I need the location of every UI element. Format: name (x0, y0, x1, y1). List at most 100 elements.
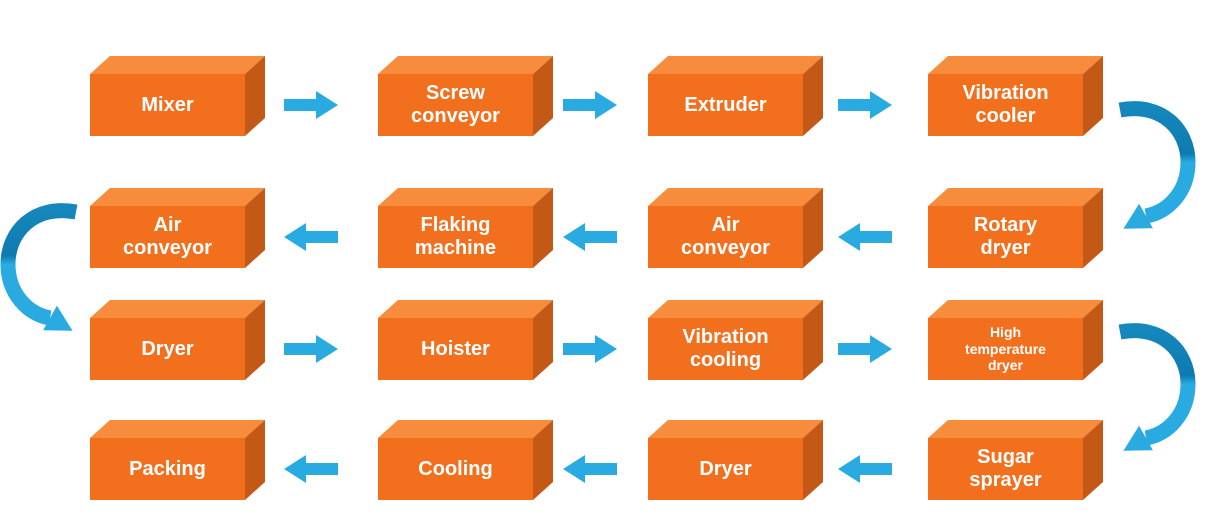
right-arrow-icon (838, 91, 892, 119)
arrow-cooling-to-packing (284, 455, 338, 483)
left-arrow-icon (284, 455, 338, 483)
process-box-air-conveyor-1: Air conveyor (90, 188, 265, 268)
curve-body (1118, 323, 1196, 446)
right-arrow-icon (284, 91, 338, 119)
process-box-hoister: Hoister (378, 300, 553, 380)
box-front-face (648, 318, 803, 380)
process-box-extruder: Extruder (648, 56, 823, 136)
left-arrow-icon (838, 455, 892, 483)
arrow-vibration-cooling-to-high-temperature-dryer (838, 335, 892, 363)
right-arrow-icon (563, 335, 617, 363)
box-3d-shape (378, 300, 553, 380)
box-front-face (648, 438, 803, 500)
process-box-label: Air conveyor (681, 214, 770, 259)
box-front-face (90, 438, 245, 500)
box-side-face (533, 300, 553, 380)
box-front-face (928, 206, 1083, 268)
box-3d-shape (648, 300, 823, 380)
process-box-label: Flaking machine (414, 214, 497, 259)
box-side-face (533, 56, 553, 136)
box-side-face (1083, 420, 1103, 500)
curve-arrowhead (1123, 425, 1153, 451)
left-arrow-icon (563, 223, 617, 251)
box-side-face (803, 56, 823, 136)
process-box-sugar-sprayer: Sugar sprayer (928, 420, 1103, 500)
arrow-dryer-to-cooling (563, 455, 617, 483)
box-front-face (928, 318, 1083, 380)
box-side-face (1083, 188, 1103, 268)
left-arrow-icon (838, 223, 892, 251)
box-front-face (378, 438, 533, 500)
box-front-face (90, 318, 245, 380)
box-front-face (648, 206, 803, 268)
box-3d-shape (928, 420, 1103, 500)
curved-arrow-high-temperature-dryer-to-sugar-sprayer (1118, 323, 1196, 451)
process-box-label: High temperature dryer (965, 324, 1046, 374)
box-side-face (803, 300, 823, 380)
box-front-face (648, 74, 803, 136)
process-box-rotary-dryer: Rotary dryer (928, 188, 1103, 268)
box-top-face (928, 420, 1103, 438)
box-top-face (648, 300, 823, 318)
box-top-face (378, 300, 553, 318)
process-box-label: Packing (129, 457, 206, 480)
curved-arrow-air-conveyor-to-dryer (0, 203, 78, 331)
box-front-face (378, 206, 533, 268)
box-top-face (928, 300, 1103, 318)
process-box-label: Rotary dryer (973, 214, 1038, 259)
box-top-face (378, 56, 553, 74)
box-3d-shape (928, 188, 1103, 268)
box-3d-shape (90, 420, 265, 500)
right-arrow-icon (284, 335, 338, 363)
process-box-label: Vibration cooling (682, 326, 769, 371)
box-3d-shape (928, 56, 1103, 136)
arrow-hoister-to-vibration-cooling (563, 335, 617, 363)
box-3d-shape (648, 420, 823, 500)
box-side-face (245, 420, 265, 500)
curve-arrowhead (43, 305, 73, 331)
box-side-face (1083, 300, 1103, 380)
box-side-face (245, 300, 265, 380)
box-side-face (533, 188, 553, 268)
box-3d-shape (648, 188, 823, 268)
curve-body (0, 203, 78, 326)
process-box-high-temperature-dryer: High temperature dryer (928, 300, 1103, 380)
process-box-label: Mixer (141, 93, 194, 116)
box-3d-shape (378, 188, 553, 268)
right-arrow-icon (838, 335, 892, 363)
box-side-face (803, 420, 823, 500)
curved-arrow-vibration-cooler-to-rotary-dryer (1118, 101, 1196, 229)
box-top-face (648, 188, 823, 206)
box-top-face (378, 188, 553, 206)
process-box-label: Dryer (141, 337, 194, 360)
box-side-face (245, 188, 265, 268)
process-box-label: Dryer (699, 457, 752, 480)
process-box-vibration-cooler: Vibration cooler (928, 56, 1103, 136)
process-box-dryer-2: Dryer (648, 420, 823, 500)
box-3d-shape (90, 188, 265, 268)
process-box-label: Cooling (418, 457, 493, 480)
box-side-face (803, 188, 823, 268)
curved-down-arrow-icon (0, 203, 78, 331)
box-3d-shape (90, 56, 265, 136)
arrow-rotary-dryer-to-air-conveyor (838, 223, 892, 251)
process-box-flaking-machine: Flaking machine (378, 188, 553, 268)
process-box-packing: Packing (90, 420, 265, 500)
box-top-face (928, 188, 1103, 206)
box-3d-shape (378, 56, 553, 136)
box-top-face (90, 188, 265, 206)
process-box-label: Extruder (684, 93, 767, 116)
box-front-face (378, 74, 533, 136)
curve-arrowhead (1123, 203, 1153, 229)
box-front-face (378, 318, 533, 380)
curve-body (1118, 101, 1196, 224)
box-3d-shape (90, 300, 265, 380)
arrow-dryer-to-hoister (284, 335, 338, 363)
process-box-cooling: Cooling (378, 420, 553, 500)
left-arrow-icon (284, 223, 338, 251)
box-top-face (378, 420, 553, 438)
process-box-label: Hoister (421, 337, 490, 360)
box-3d-shape (648, 56, 823, 136)
curved-down-arrow-icon (1118, 101, 1196, 229)
box-top-face (90, 420, 265, 438)
